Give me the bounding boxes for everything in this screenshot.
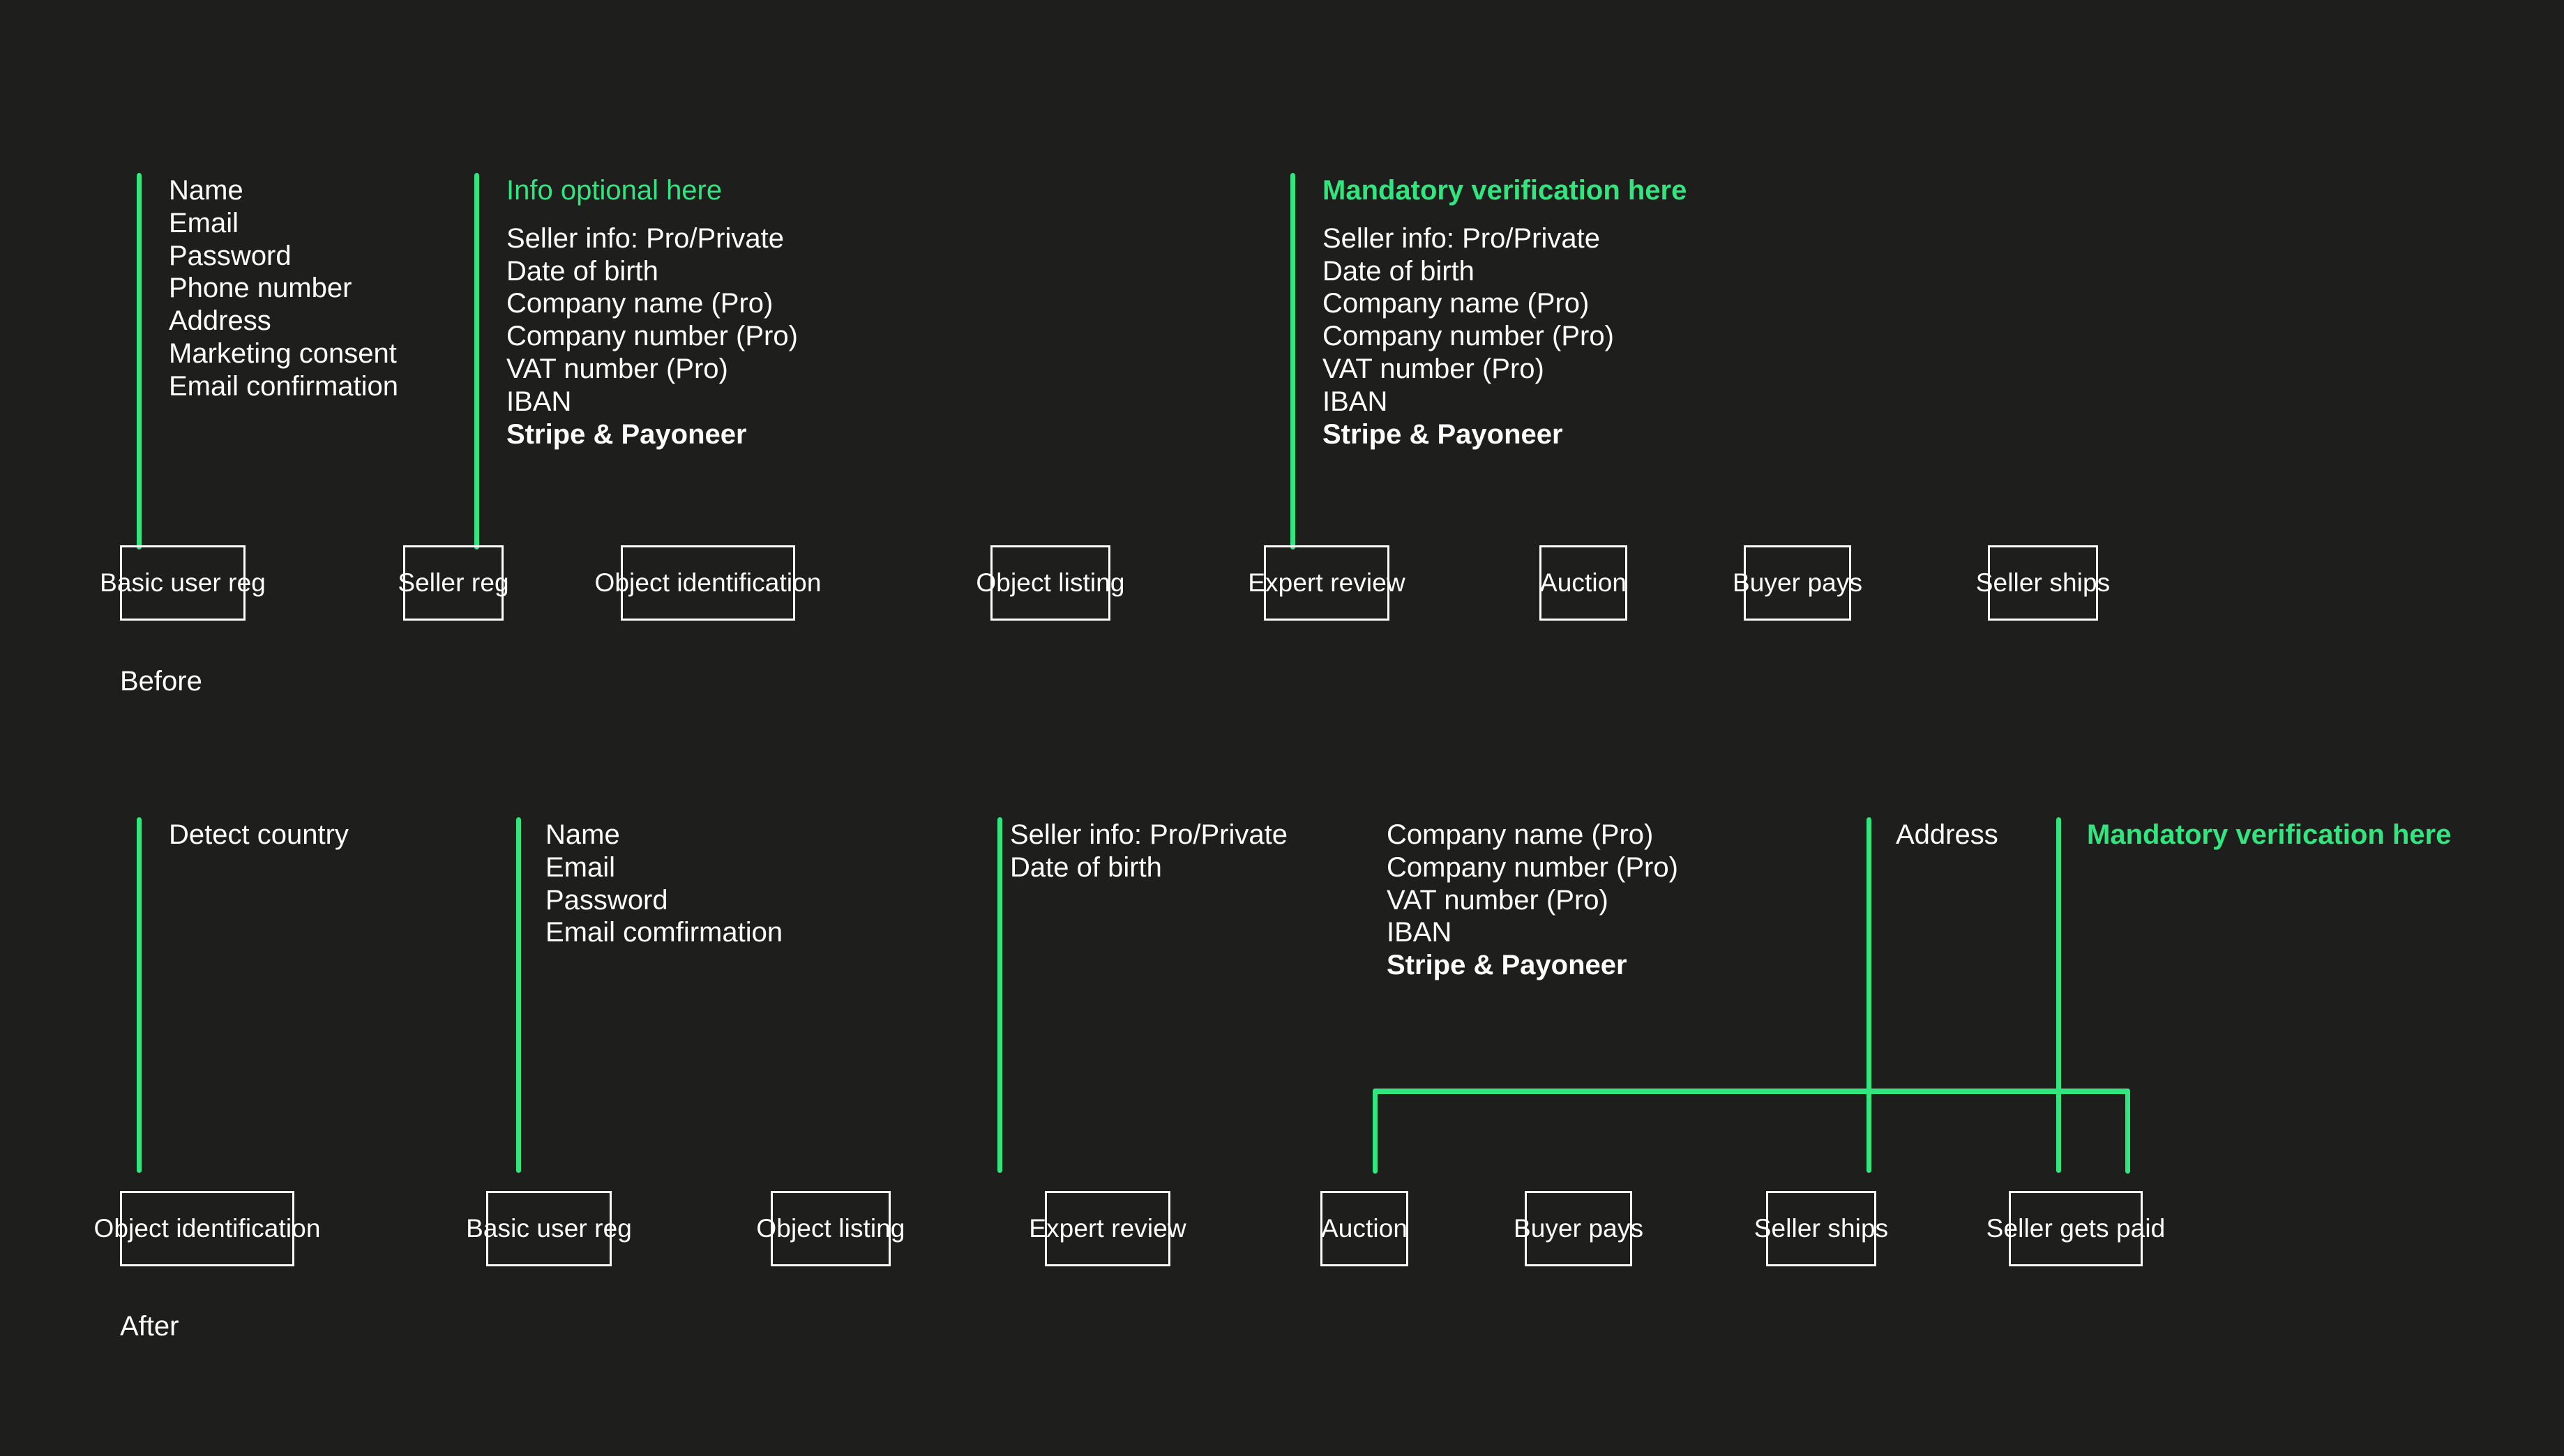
annotation-line: Name xyxy=(169,175,243,206)
annotation-line: IBAN xyxy=(1322,386,1388,417)
node-object-identification[interactable]: Object identification xyxy=(595,545,821,621)
annotation-line: Detect country xyxy=(169,819,349,850)
connector-bracket-left-stem xyxy=(1373,1089,1378,1174)
node-basic-user-reg[interactable]: Basic user reg xyxy=(100,545,266,621)
node-seller-ships[interactable]: Seller ships xyxy=(1976,545,2110,621)
annotation-line: Phone number xyxy=(169,273,352,304)
node-expert-review[interactable]: Expert review xyxy=(1248,545,1405,621)
connector-bracket-right-stem xyxy=(2125,1089,2130,1174)
before-annotation-column-1: Name Email Password Phone number Address… xyxy=(169,174,469,403)
connector-bracket-horizontal xyxy=(1373,1089,2130,1094)
after-annotation-column-3: Seller info: Pro/Private Date of birth xyxy=(1010,819,1373,884)
annotation-line: Company name (Pro) xyxy=(1387,819,1654,850)
after-annotation-column-4: Company name (Pro) Company number (Pro) … xyxy=(1387,819,1833,982)
node-buyer-pays[interactable]: Buyer pays xyxy=(1514,1191,1643,1266)
annotation-line: Password xyxy=(169,240,292,271)
annotation-line: Email confirmation xyxy=(169,370,399,402)
annotation-line: Date of birth xyxy=(1322,255,1475,287)
node-object-listing[interactable]: Object listing xyxy=(756,1191,905,1266)
annotation-line: Marketing consent xyxy=(169,338,397,369)
annotation-line: Seller info: Pro/Private xyxy=(1322,222,1600,254)
annotation-line: Password xyxy=(545,884,668,916)
node-expert-review[interactable]: Expert review xyxy=(1029,1191,1186,1266)
node-buyer-pays[interactable]: Buyer pays xyxy=(1733,545,1862,621)
annotation-line: Stripe & Payoneer xyxy=(506,418,747,450)
section-label-after: After xyxy=(120,1311,179,1342)
annotation-line: Company name (Pro) xyxy=(506,288,774,319)
annotation-line: Name xyxy=(545,819,620,850)
node-auction[interactable]: Auction xyxy=(1320,1191,1408,1266)
annotation-line: Date of birth xyxy=(506,255,658,287)
annotation-line: VAT number (Pro) xyxy=(1387,884,1608,916)
after-annotation-column-6: Mandatory verification here xyxy=(2087,819,2547,867)
node-seller-gets-paid[interactable]: Seller gets paid xyxy=(1986,1191,2165,1266)
before-annotation-column-2: Info optional here Seller info: Pro/Priv… xyxy=(506,174,876,450)
annotation-line: Email comfirmation xyxy=(545,917,783,948)
annotation-line: IBAN xyxy=(1387,917,1452,948)
annotation-line: Seller info: Pro/Private xyxy=(1010,819,1288,850)
annotation-heading: Mandatory verification here xyxy=(2087,819,2452,850)
annotation-line: Email xyxy=(545,851,616,883)
node-seller-reg[interactable]: Seller reg xyxy=(398,545,509,621)
annotation-line: Company number (Pro) xyxy=(1387,851,1678,883)
annotation-heading: Info optional here xyxy=(506,175,723,206)
annotation-line: Stripe & Payoneer xyxy=(1322,418,1563,450)
annotation-line: IBAN xyxy=(506,386,572,417)
connector-before-2 xyxy=(474,173,479,549)
connector-after-2 xyxy=(516,817,521,1173)
annotation-line: Stripe & Payoneer xyxy=(1387,950,1627,981)
after-annotation-column-5: Address xyxy=(1896,819,2049,851)
annotation-line: Address xyxy=(1896,819,1998,850)
connector-after-address xyxy=(1867,817,1871,1173)
annotation-line: VAT number (Pro) xyxy=(506,353,728,384)
after-annotation-column-1: Detect country xyxy=(169,819,462,851)
annotation-line: Company number (Pro) xyxy=(506,321,798,352)
annotation-heading: Mandatory verification here xyxy=(1322,175,1687,206)
connector-after-mandatory xyxy=(2056,817,2061,1173)
connector-after-3 xyxy=(997,817,1002,1173)
node-object-listing[interactable]: Object listing xyxy=(976,545,1125,621)
annotation-line: Date of birth xyxy=(1010,851,1162,883)
node-basic-user-reg[interactable]: Basic user reg xyxy=(466,1191,632,1266)
connector-after-1 xyxy=(137,817,142,1173)
before-annotation-column-3: Mandatory verification here Seller info:… xyxy=(1322,174,1769,450)
section-label-before: Before xyxy=(120,666,202,697)
annotation-line: VAT number (Pro) xyxy=(1322,353,1544,384)
connector-before-3 xyxy=(1290,173,1295,549)
annotation-line: Company name (Pro) xyxy=(1322,288,1590,319)
node-object-identification[interactable]: Object identification xyxy=(94,1191,320,1266)
after-annotation-column-2: Name Email Password Email comfirmation xyxy=(545,819,908,949)
connector-before-1 xyxy=(137,173,142,549)
annotation-line: Company number (Pro) xyxy=(1322,321,1614,352)
node-seller-ships[interactable]: Seller ships xyxy=(1754,1191,1888,1266)
annotation-line: Seller info: Pro/Private xyxy=(506,222,784,254)
annotation-line: Address xyxy=(169,305,271,337)
annotation-line: Email xyxy=(169,207,239,238)
node-auction[interactable]: Auction xyxy=(1539,545,1627,621)
